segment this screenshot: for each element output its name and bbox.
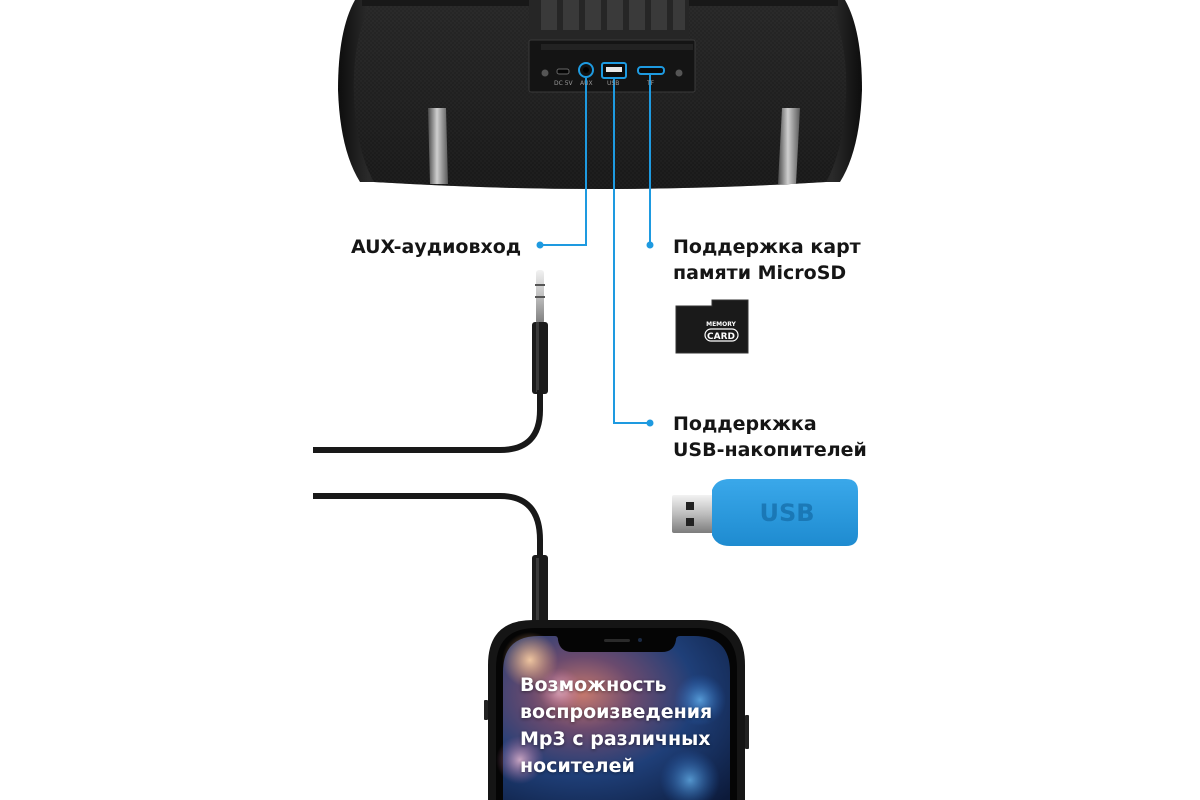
memory-card-text-bottom: CARD xyxy=(707,332,735,342)
microsd-card-icon: MEMORY CARD xyxy=(675,299,749,354)
phone-caption-line-4: носителей xyxy=(520,755,635,777)
aux-input-label: AUX-аудиовход xyxy=(351,234,521,260)
usb-support-label: Поддеркжка USB-накопителей xyxy=(673,411,867,463)
top-grille xyxy=(529,0,689,40)
usb-stick-text: USB xyxy=(759,499,814,527)
usb-label-line-2: USB-накопителей xyxy=(673,439,867,461)
memory-card-text-top: MEMORY xyxy=(706,321,736,328)
microsd-support-label: Поддержка карт памяти MicroSD xyxy=(673,234,861,286)
phone-screen-caption: Возможность воспроизведения Mp3 с различ… xyxy=(520,672,712,780)
dc-port xyxy=(556,68,570,75)
callout-lines xyxy=(540,74,651,424)
speaker-left-foot xyxy=(428,108,448,184)
aux-callout-line xyxy=(540,78,587,246)
speaker xyxy=(338,0,862,189)
phone-caption-line-2: воспроизведения xyxy=(520,701,713,723)
speaker-right-foot xyxy=(778,108,800,184)
microsd-label-line-2: памяти MicroSD xyxy=(673,262,847,284)
port-label-tf: TF xyxy=(647,80,655,87)
usb-callout-dot xyxy=(646,419,654,427)
usb-label-line-1: Поддеркжка xyxy=(673,413,817,435)
phone-caption-line-1: Возможность xyxy=(520,674,667,696)
microsd-callout-dot xyxy=(646,241,654,249)
phone-front-camera xyxy=(638,638,642,642)
usb-flash-drive-icon: USB xyxy=(672,479,858,546)
phone-caption-line-3: Mp3 с различных xyxy=(520,728,711,750)
aux-cable xyxy=(313,270,548,625)
usb-callout-line xyxy=(613,78,650,424)
port-label-usb: USB xyxy=(607,80,620,87)
tf-slot xyxy=(637,66,665,75)
smartphone xyxy=(484,620,749,800)
microsd-label-line-1: Поддержка карт xyxy=(673,236,861,258)
aux-input-label-text: AUX-аудиовход xyxy=(351,236,522,258)
aux-callout-dot xyxy=(536,241,544,249)
phone-speaker-grill xyxy=(604,639,630,642)
port-label-dc: DC 5V xyxy=(554,80,573,87)
port-label-aux: AUX xyxy=(580,80,593,87)
